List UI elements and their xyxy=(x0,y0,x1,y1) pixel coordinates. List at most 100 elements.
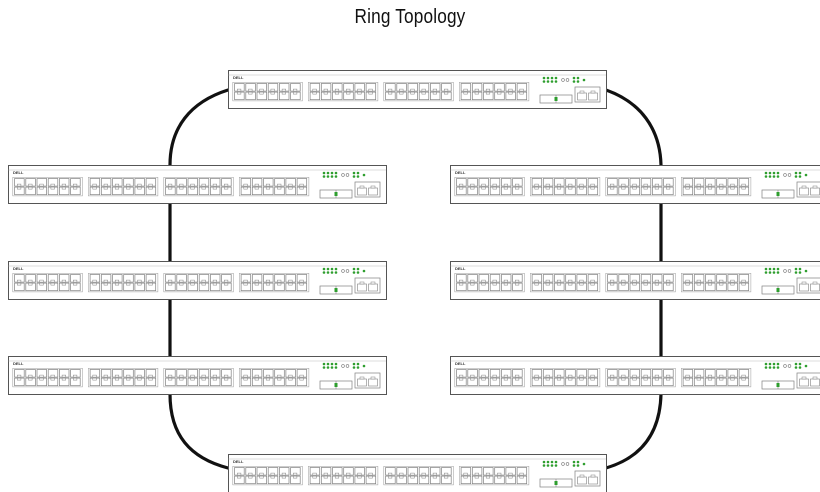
status-led xyxy=(550,464,554,467)
status-led xyxy=(334,171,338,175)
switch-uplink-ports xyxy=(761,277,820,295)
switch-brand-label: DELL xyxy=(233,459,244,464)
status-led xyxy=(326,267,330,271)
switch-brand-label: DELL xyxy=(455,361,466,366)
status-led xyxy=(764,175,768,178)
status-led xyxy=(322,175,326,178)
status-led xyxy=(330,271,334,274)
switch-status-leds xyxy=(322,362,366,369)
switch-ports xyxy=(12,273,310,293)
status-led xyxy=(330,362,334,366)
status-led xyxy=(334,175,338,178)
switch-uplink-ports xyxy=(761,181,820,199)
switch-ports xyxy=(232,82,530,102)
status-led xyxy=(772,171,776,175)
switch-brand-label: DELL xyxy=(455,266,466,271)
status-led xyxy=(768,271,772,274)
status-led xyxy=(334,267,338,271)
cable-right xyxy=(604,88,663,470)
status-led xyxy=(764,366,768,369)
status-led xyxy=(776,267,780,271)
status-led xyxy=(764,362,768,366)
switch-ports xyxy=(12,368,310,388)
status-led xyxy=(764,271,768,274)
status-led xyxy=(326,366,330,369)
status-led xyxy=(542,80,546,83)
status-led xyxy=(768,171,772,175)
status-led xyxy=(768,175,772,178)
status-led xyxy=(334,271,338,274)
status-led xyxy=(546,76,550,80)
status-led xyxy=(330,171,334,175)
cable-left xyxy=(168,88,230,470)
status-led xyxy=(546,460,550,464)
status-led xyxy=(542,76,546,80)
switch-brand-label: DELL xyxy=(455,170,466,175)
status-led xyxy=(772,267,776,271)
status-led xyxy=(554,80,558,83)
status-led xyxy=(772,175,776,178)
status-led xyxy=(772,362,776,366)
status-led xyxy=(550,460,554,464)
switches-group: DELL DELL DELL DELL DELL DELL DELL DELL xyxy=(8,70,820,492)
status-led xyxy=(334,362,338,366)
status-led xyxy=(768,362,772,366)
status-led xyxy=(330,175,334,178)
status-led xyxy=(326,171,330,175)
status-led xyxy=(768,366,772,369)
status-led xyxy=(768,267,772,271)
status-led xyxy=(764,267,768,271)
status-led xyxy=(550,76,554,80)
switch-uplink-ports xyxy=(761,372,820,390)
status-led xyxy=(546,80,550,83)
status-led xyxy=(772,271,776,274)
status-led xyxy=(776,366,780,369)
switch-status-leds xyxy=(542,76,586,83)
status-led xyxy=(554,464,558,467)
status-led xyxy=(554,76,558,80)
status-led xyxy=(326,271,330,274)
status-led xyxy=(776,171,780,175)
switch-uplink-ports xyxy=(539,86,601,104)
status-led xyxy=(322,171,326,175)
switch-status-leds xyxy=(542,460,586,467)
status-led xyxy=(542,464,546,467)
switch-brand-label: DELL xyxy=(233,75,244,80)
status-led xyxy=(330,366,334,369)
status-led xyxy=(776,362,780,366)
switch-status-leds xyxy=(322,171,366,178)
status-led xyxy=(776,271,780,274)
switch-uplink-ports xyxy=(319,372,381,390)
switch-ports xyxy=(454,273,752,293)
network-switch-right-1: DELL xyxy=(450,165,820,204)
switch-uplink-ports xyxy=(319,277,381,295)
ring-cables xyxy=(168,88,663,470)
network-switch-right-2: DELL xyxy=(450,261,820,300)
switch-ports xyxy=(454,368,752,388)
switch-brand-label: DELL xyxy=(13,170,24,175)
status-led xyxy=(550,80,554,83)
switch-brand-label: DELL xyxy=(13,266,24,271)
switch-status-leds xyxy=(764,267,808,274)
status-led xyxy=(772,366,776,369)
network-switch-top: DELL xyxy=(228,70,607,109)
switch-brand-label: DELL xyxy=(13,361,24,366)
switch-ports xyxy=(232,466,530,486)
switch-ports xyxy=(454,177,752,197)
switch-status-leds xyxy=(322,267,366,274)
status-led xyxy=(764,171,768,175)
switch-uplink-ports xyxy=(539,470,601,488)
network-switch-right-3: DELL xyxy=(450,356,820,395)
status-led xyxy=(546,464,550,467)
status-led xyxy=(322,362,326,366)
switch-uplink-ports xyxy=(319,181,381,199)
status-led xyxy=(776,175,780,178)
status-led xyxy=(334,366,338,369)
switch-status-leds xyxy=(764,362,808,369)
status-led xyxy=(326,362,330,366)
status-led xyxy=(330,267,334,271)
status-led xyxy=(554,460,558,464)
diagram-title: Ring Topology xyxy=(354,6,466,28)
status-led xyxy=(322,267,326,271)
